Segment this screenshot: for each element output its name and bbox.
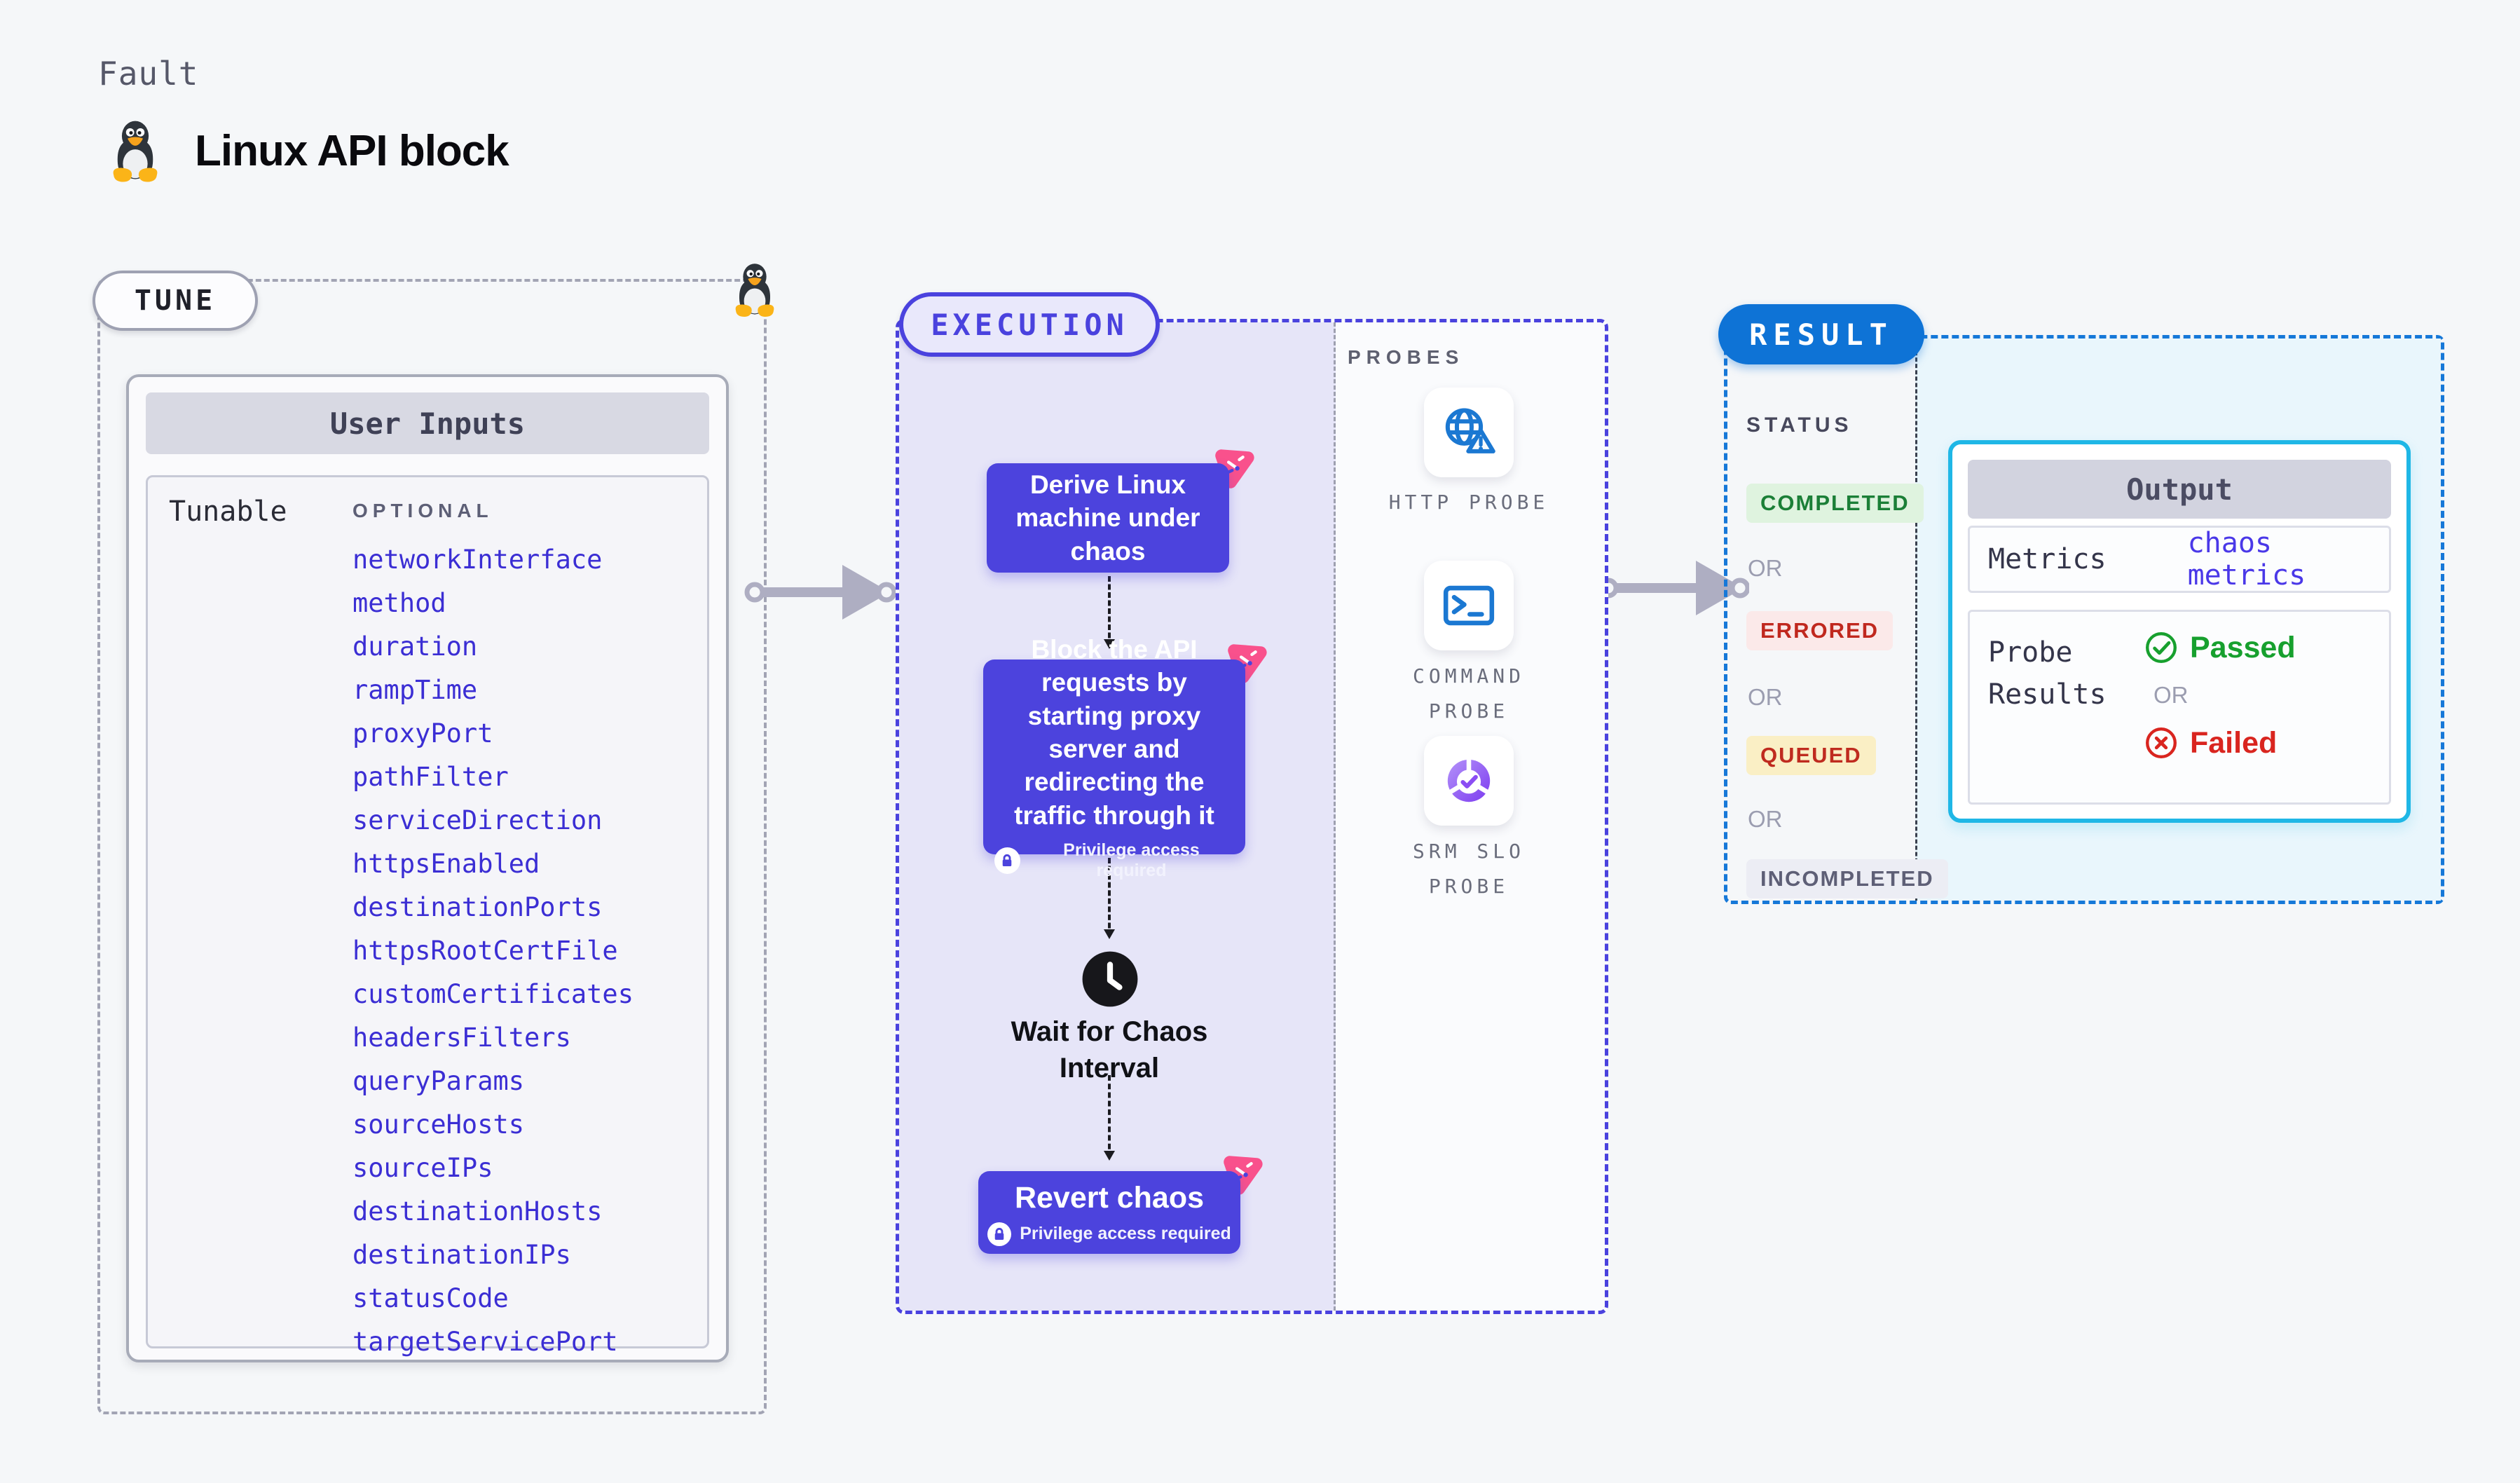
parameter-name: destinationPorts [352,891,603,922]
tune-badge: TUNE [93,271,258,331]
execution-badge: EXECUTION [899,292,1160,357]
http-probe-card [1424,388,1514,477]
fault-eyebrow: Fault [98,55,199,93]
terminal-icon [1439,576,1498,635]
tunable-row-label: Tunable [169,496,287,528]
parameter-name: httpsRootCertFile [352,935,618,966]
page-title: Linux API block [195,127,509,175]
http-probe-label: HTTP PROBE [1388,491,1549,514]
metrics-label: Metrics [1988,543,2107,575]
srm-slo-probe-label: SRM SLO PROBE [1412,840,1525,898]
parameter-name: method [352,587,446,618]
check-circle-icon [2144,630,2179,665]
status-badge-completed: COMPLETED [1746,484,1924,523]
user-inputs-title: User Inputs [146,392,709,454]
status-badge-queued: QUEUED [1746,736,1876,775]
privilege-badge: Privilege access required [994,840,1234,881]
parameter-name: pathFilter [352,761,509,792]
output-panel: Output Metrics chaos metrics Probe Resul… [1948,440,2411,823]
command-probe-label: COMMAND PROBE [1412,664,1525,723]
user-inputs-panel: User Inputs Tunable OPTIONAL networkInte… [126,374,729,1362]
lock-icon [987,1222,1012,1246]
optional-column-label: OPTIONAL [352,500,493,521]
or-separator: OR [1748,555,1783,581]
passed-line: Passed [2144,630,2296,665]
metrics-row: Metrics chaos metrics [1968,526,2391,593]
failed-line: Failed [2144,725,2296,760]
output-title: Output [1968,460,2391,519]
slo-gauge-icon [1439,751,1498,810]
tux-penguin-icon [102,116,168,186]
or-separator: OR [2153,682,2189,708]
wait-step-label: Wait for Chaos Interval [1011,1016,1208,1084]
parameter-name: httpsEnabled [352,848,540,879]
status-label: STATUS [1746,414,1853,437]
parameter-name: sourceIPs [352,1152,493,1183]
tune-to-execution-arrow [744,561,896,624]
parameter-name: headersFilters [352,1022,571,1053]
parameter-name: sourceHosts [352,1109,525,1140]
parameter-name: serviceDirection [352,805,603,835]
parameter-name: targetServicePort [352,1326,618,1357]
step-derive-machine: Derive Linux machine under chaos [987,463,1229,573]
flow-connector [1104,1075,1115,1161]
status-badge-errored: ERRORED [1746,611,1894,650]
command-probe-card [1424,561,1514,650]
parameter-name: queryParams [352,1065,525,1096]
x-circle-icon [2144,725,2179,760]
tux-penguin-icon-small [726,259,783,321]
metrics-value: chaos metrics [2187,527,2306,592]
probes-section-label: PROBES [1348,346,1465,368]
parameter-name: statusCode [352,1283,509,1313]
parameter-name: destinationIPs [352,1239,571,1270]
tunable-listbox: Tunable OPTIONAL networkInterface method… [146,475,709,1357]
parameter-name: proxyPort [352,718,493,749]
lock-icon [994,847,1020,875]
probe-results-label: Probe Results [1988,636,2107,711]
parameter-name: duration [352,631,478,662]
parameter-name: customCertificates [352,978,634,1009]
status-badge-incompleted: INCOMPLETED [1746,859,1948,898]
clock-icon [1080,949,1140,1009]
parameter-name: networkInterface [352,544,603,575]
parameter-name: rampTime [352,674,478,705]
flow-connector [1104,858,1115,939]
status-column: STATUS COMPLETED OR ERRORED OR QUEUED OR… [1746,414,1948,904]
step-block-api: Block the API requests by starting proxy… [983,635,1245,880]
parameter-list: networkInterface method duration rampTim… [352,538,634,1363]
or-separator: OR [1748,684,1783,710]
probe-results-row: Probe Results Passed OR Failed [1968,610,2391,805]
parameter-name: destinationHosts [352,1196,603,1226]
or-separator: OR [1748,806,1783,832]
probe-results-values: Passed OR Failed [2144,630,2296,760]
privilege-badge: Privilege access required [987,1222,1231,1246]
step-revert-chaos: Revert chaos Privilege access required [978,1171,1240,1254]
globe-warning-icon [1439,403,1498,462]
srm-slo-probe-card [1424,736,1514,826]
flow-connector [1104,576,1115,649]
result-badge: RESULT [1718,304,1924,364]
tune-section [97,279,767,1414]
